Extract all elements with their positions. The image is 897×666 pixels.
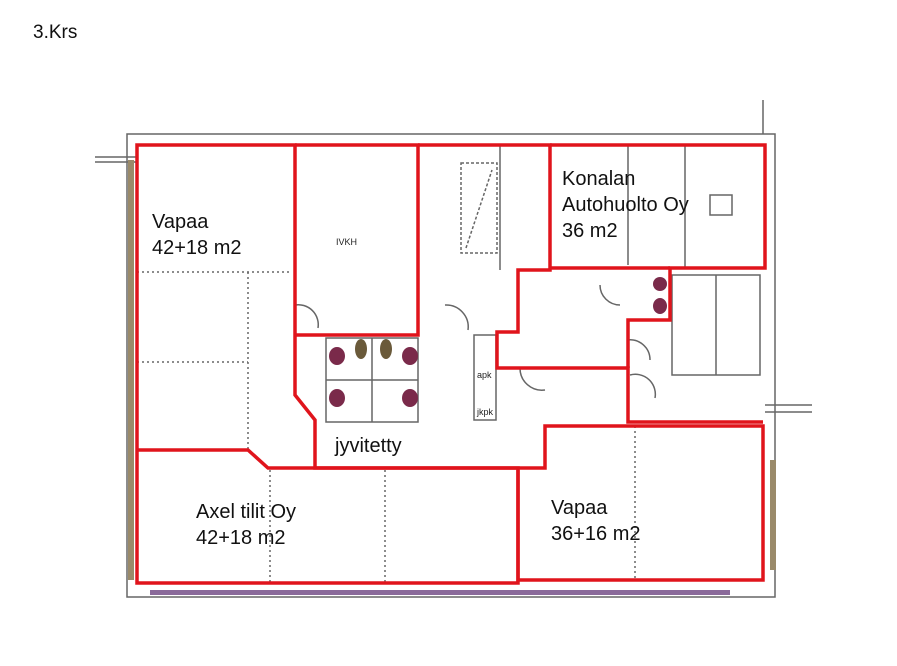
room-vapaa-top-left: Vapaa 42+18 m2 [152, 209, 242, 261]
windows [128, 160, 776, 595]
room-ivkh: IVKH [336, 237, 358, 247]
room-area: 42+18 m2 [152, 237, 242, 259]
room-area: 36+16 m2 [551, 523, 641, 545]
floor-title: 3.Krs [33, 22, 78, 43]
room-area: 36 m2 [562, 220, 618, 242]
room-axel: Axel tilit Oy 42+18 m2 [196, 499, 296, 551]
room-name: Vapaa [551, 497, 608, 519]
fixture-jkpk: jkpk [477, 407, 494, 417]
room-area: 42+18 m2 [196, 527, 286, 549]
fixture-apk: apk [477, 370, 492, 380]
room-name: Axel tilit Oy [196, 501, 297, 523]
room-name: Vapaa [152, 211, 209, 233]
walls [95, 100, 812, 598]
room-jyvitetty: jyvitetty [335, 435, 402, 457]
room-name-line1: Konalan [562, 168, 636, 190]
room-konalan: Konalan Autohuolto Oy 36 m2 [562, 166, 689, 244]
room-vapaa-bottom-right: Vapaa 36+16 m2 [551, 495, 641, 547]
room-name-line2: Autohuolto Oy [562, 194, 689, 216]
tenant-boundaries [135, 143, 767, 585]
fixtures [329, 277, 667, 407]
